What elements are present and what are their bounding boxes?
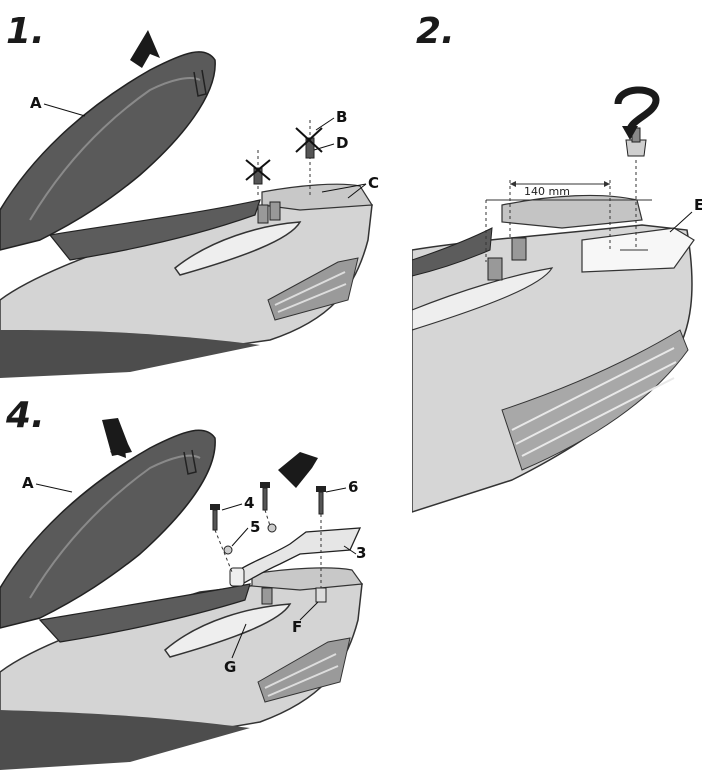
dim-arrow-left xyxy=(510,181,516,187)
leader-g xyxy=(231,623,247,659)
step-1-panel: 1. xyxy=(0,0,400,380)
leader-f xyxy=(299,601,319,621)
seat-stitch xyxy=(29,77,201,221)
washer-5 xyxy=(223,545,233,555)
seat-hook xyxy=(193,69,207,97)
lower-body-shadow xyxy=(0,710,250,770)
leader-4 xyxy=(221,503,243,511)
bracket-sleeve xyxy=(229,567,245,587)
spacer-f xyxy=(315,587,327,603)
lower-body-shadow xyxy=(0,330,260,378)
step-1-number: 1. xyxy=(6,11,45,52)
step-2-panel: 2. 140 mm E xyxy=(412,0,702,520)
step-4-panel: 4. xyxy=(0,392,400,773)
rotate-arrowhead xyxy=(622,126,638,140)
leader-e xyxy=(669,211,693,233)
tail-light xyxy=(267,257,359,321)
callout-4: 4 xyxy=(244,494,255,512)
leader-c-2 xyxy=(347,183,367,199)
rotate-arrow-icon xyxy=(614,86,660,133)
callout-a: A xyxy=(30,94,42,112)
step-4-number: 4. xyxy=(6,395,45,436)
crossed-screw-icon xyxy=(245,159,271,185)
callout-6: 6 xyxy=(348,478,359,496)
boss-right xyxy=(511,237,527,261)
callout-f: F xyxy=(292,618,303,636)
leader-b xyxy=(315,117,335,131)
callout-g: G xyxy=(224,658,237,676)
grab-rail xyxy=(163,603,292,658)
boss-left xyxy=(261,587,273,605)
leader-a xyxy=(43,103,86,117)
leader-c-1 xyxy=(321,183,367,193)
tail-light-lines xyxy=(511,347,677,457)
callout-e: E xyxy=(694,196,702,214)
callout-b: B xyxy=(336,108,348,126)
screw-mid xyxy=(260,482,270,511)
screw-4-axis xyxy=(214,529,233,573)
grab-rail xyxy=(173,221,302,276)
grab-rail xyxy=(412,267,554,331)
storage-rim xyxy=(38,583,251,643)
screw-6 xyxy=(316,486,326,515)
callout-c: C xyxy=(368,174,380,192)
seat xyxy=(0,51,216,251)
leader-d xyxy=(313,143,335,151)
tail-light-lines xyxy=(264,653,339,697)
seat-stitch xyxy=(29,454,201,599)
leader-3 xyxy=(343,545,357,555)
step-2-number: 2. xyxy=(416,11,455,52)
leader-a xyxy=(35,483,73,493)
boss-left xyxy=(257,204,269,224)
step-4-illustration xyxy=(0,418,364,770)
dim-arrow-right xyxy=(604,181,610,187)
move-up-arrow-icon xyxy=(130,30,160,68)
callout-5: 5 xyxy=(250,518,261,536)
leader-5 xyxy=(231,527,249,547)
rack-plate xyxy=(501,194,643,229)
step-1-illustration xyxy=(0,30,374,378)
move-down-arrow-icon xyxy=(278,452,318,488)
callout-d: D xyxy=(336,134,349,152)
boss-left xyxy=(487,257,503,281)
boss-right xyxy=(269,201,281,221)
leader-6 xyxy=(325,487,347,493)
screw-4 xyxy=(210,504,220,531)
tail-light-lines xyxy=(274,271,347,313)
step-2-illustration xyxy=(412,86,695,513)
seat xyxy=(0,429,216,629)
callout-a: A xyxy=(22,474,34,492)
dimension-label: 140 mm xyxy=(524,185,570,198)
crossed-screw-icon xyxy=(295,127,323,159)
rack-plate xyxy=(261,183,374,211)
washer-mid xyxy=(267,523,277,533)
seat-hook xyxy=(183,449,197,475)
callout-3: 3 xyxy=(356,544,367,562)
storage-rim xyxy=(412,227,493,277)
rack-plate xyxy=(251,567,364,591)
move-down-arrow-icon xyxy=(102,418,132,456)
